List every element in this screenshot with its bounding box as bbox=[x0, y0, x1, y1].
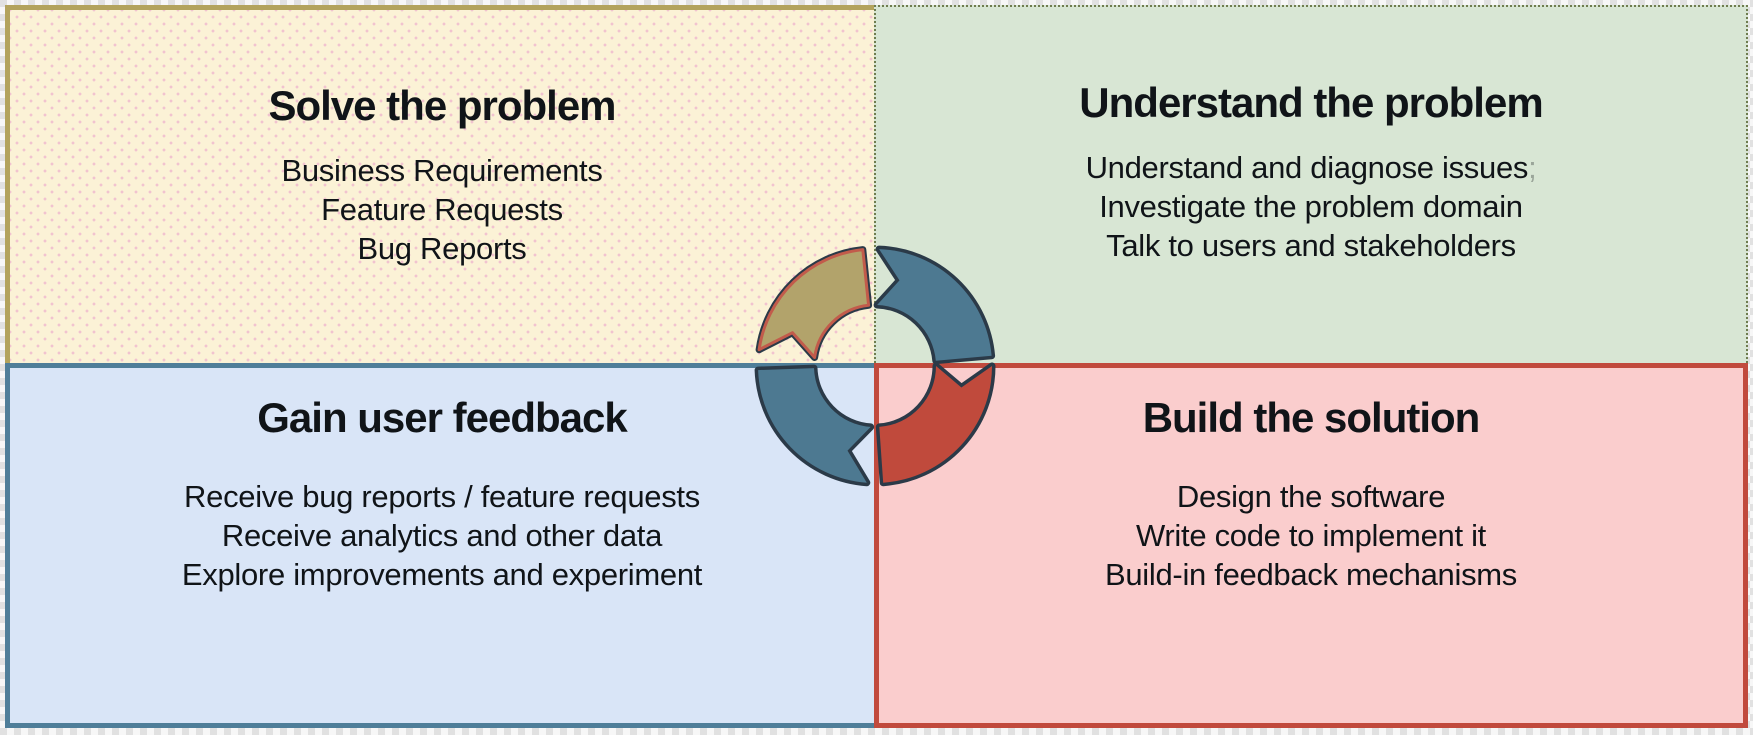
quadrant-solve-the-problem: Solve the problem Business Requirements … bbox=[5, 5, 874, 363]
list-item: Explore improvements and experiment bbox=[181, 557, 703, 592]
faint-trailing-mark: ; bbox=[1528, 150, 1537, 185]
quadrant-title: Solve the problem bbox=[268, 82, 616, 129]
list-item: Receive analytics and other data bbox=[221, 518, 663, 553]
list-item: Write code to implement it bbox=[1136, 518, 1486, 553]
list-item: Feature Requests bbox=[321, 192, 563, 227]
quadrant-items: Design the software Write code to implem… bbox=[1105, 477, 1517, 594]
list-item: Bug Reports bbox=[357, 231, 527, 266]
quadrant-title: Understand the problem bbox=[1079, 79, 1543, 126]
list-item: Investigate the problem domain bbox=[1099, 189, 1523, 224]
list-item: Receive bug reports / feature requests bbox=[184, 479, 700, 514]
cycle-arrow-bottom-right bbox=[879, 366, 992, 483]
cycle-arrows-diagram bbox=[754, 245, 996, 487]
quadrant-gain-user-feedback: Gain user feedback Receive bug reports /… bbox=[5, 363, 874, 728]
list-item: Design the software bbox=[1176, 479, 1446, 514]
list-item: Business Requirements bbox=[281, 153, 603, 188]
quadrant-title: Gain user feedback bbox=[257, 394, 627, 441]
quadrant-items: Understand and diagnose issues; Investig… bbox=[1086, 148, 1537, 265]
quadrant-items: Business Requirements Feature Requests B… bbox=[281, 151, 602, 268]
quadrant-items: Receive bug reports / feature requests R… bbox=[181, 477, 703, 594]
quadrant-title: Build the solution bbox=[1142, 394, 1481, 441]
list-item: Understand and diagnose issues; bbox=[1085, 150, 1537, 185]
quadrant-understand-the-problem: Understand the problem Understand and di… bbox=[874, 5, 1748, 363]
cycle-arrow-top-left bbox=[757, 248, 871, 359]
cycle-arrow-bottom-left bbox=[758, 368, 871, 483]
list-item: Talk to users and stakeholders bbox=[1106, 228, 1516, 263]
quadrant-build-the-solution: Build the solution Design the software W… bbox=[874, 363, 1748, 728]
cycle-arrow-top-right bbox=[877, 249, 992, 361]
list-item: Build-in feedback mechanisms bbox=[1104, 557, 1518, 592]
